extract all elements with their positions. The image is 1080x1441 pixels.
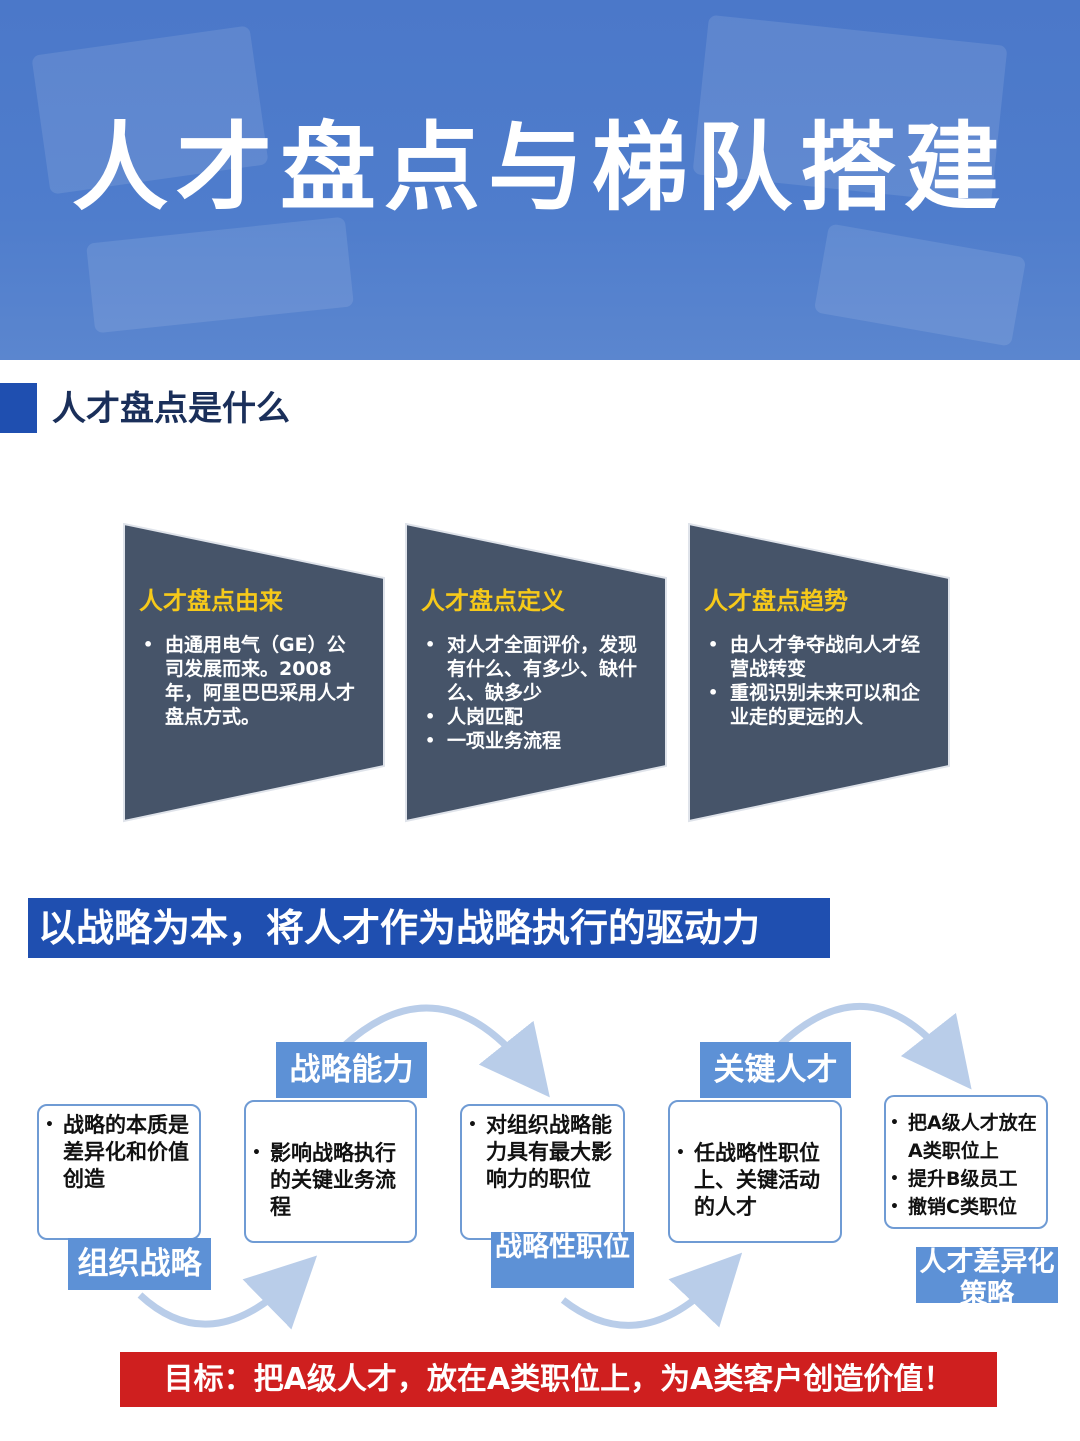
flow-box-list: 把A级人才放在A类职位上 提升B级员工 撤销C类职位 <box>890 1109 1040 1221</box>
arrow-curve-top <box>777 1002 972 1090</box>
flow-box-item: 战略的本质是差异化和价值创造 <box>45 1112 191 1193</box>
card-list-item: 一项业务流程 <box>423 729 638 753</box>
flow-box-item: 任战略性职位上、关键活动的人才 <box>676 1140 832 1221</box>
card-list-item: 人岗匹配 <box>423 705 638 729</box>
flow-box-item: 撤销C类职位 <box>890 1193 1040 1221</box>
flow-box-strategic-position: 对组织战略能力具有最大影响力的职位 <box>460 1104 625 1240</box>
flow-box-list: 影响战略执行的关键业务流程 <box>252 1140 407 1221</box>
card-trend: 人才盘点趋势 由人才争夺战向人才经营战转变 重视识别未来可以和企业走的更远的人 <box>688 523 950 823</box>
header-banner: 人才盘点与梯队搭建 <box>0 0 1080 360</box>
flow-box-key-talent: 任战略性职位上、关键活动的人才 <box>668 1100 842 1243</box>
flow-box-strategic-capability: 影响战略执行的关键业务流程 <box>244 1100 417 1243</box>
flow-label-key-talent: 关键人才 <box>700 1042 851 1098</box>
section-title: 人才盘点是什么 <box>52 389 290 429</box>
flow-box-item: 把A级人才放在A类职位上 <box>890 1109 1040 1165</box>
arrow-curve-top <box>342 1004 550 1098</box>
banner-title: 人才盘点与梯队搭建 <box>72 112 1008 224</box>
card-list-item: 对人才全面评价，发现有什么、有多少、缺什么、缺多少 <box>423 633 638 705</box>
card-title: 人才盘点定义 <box>421 587 565 615</box>
goal-banner: 目标：把A级人才，放在A类职位上，为A类客户创造价值！ <box>120 1352 997 1407</box>
card-list-item: 重视识别未来可以和企业走的更远的人 <box>706 681 921 729</box>
card-definition: 人才盘点定义 对人才全面评价，发现有什么、有多少、缺什么、缺多少 人岗匹配 一项… <box>405 523 667 823</box>
flow-box-list: 任战略性职位上、关键活动的人才 <box>676 1140 832 1221</box>
flow-box-org-strategy: 战略的本质是差异化和价值创造 <box>37 1104 201 1240</box>
flow-box-list: 对组织战略能力具有最大影响力的职位 <box>468 1112 615 1193</box>
card-origin: 人才盘点由来 由通用电气（GE）公司发展而来。2008年，阿里巴巴采用人才盘点方… <box>123 523 385 823</box>
flow-box-item: 对组织战略能力具有最大影响力的职位 <box>468 1112 615 1193</box>
flow-box-item: 提升B级员工 <box>890 1165 1040 1193</box>
flow-label-org-strategy: 组织战略 <box>68 1238 211 1290</box>
flow-box-list: 战略的本质是差异化和价值创造 <box>45 1112 191 1193</box>
flow-box-item: 影响战略执行的关键业务流程 <box>252 1140 407 1221</box>
arrow-curve-bottom <box>137 1255 318 1330</box>
strategy-banner: 以战略为本，将人才作为战略执行的驱动力 <box>28 898 830 958</box>
section-accent-bar <box>0 383 37 433</box>
card-title: 人才盘点由来 <box>139 587 283 615</box>
card-list-item: 由通用电气（GE）公司发展而来。2008年，阿里巴巴采用人才盘点方式。 <box>141 633 356 729</box>
arrow-curve-bottom <box>560 1252 743 1329</box>
flow-label-differentiation: 人才差异化策略 <box>916 1247 1058 1303</box>
flow-label-strategic-capability: 战略能力 <box>276 1042 427 1098</box>
flow-box-differentiation: 把A级人才放在A类职位上 提升B级员工 撤销C类职位 <box>884 1095 1048 1229</box>
flow-label-strategic-position: 战略性职位 <box>491 1232 634 1288</box>
card-list-item: 由人才争夺战向人才经营战转变 <box>706 633 921 681</box>
card-title: 人才盘点趋势 <box>704 587 848 615</box>
card-list: 对人才全面评价，发现有什么、有多少、缺什么、缺多少 人岗匹配 一项业务流程 <box>423 633 638 753</box>
card-list: 由通用电气（GE）公司发展而来。2008年，阿里巴巴采用人才盘点方式。 <box>141 633 356 729</box>
card-list: 由人才争夺战向人才经营战转变 重视识别未来可以和企业走的更远的人 <box>706 633 921 729</box>
